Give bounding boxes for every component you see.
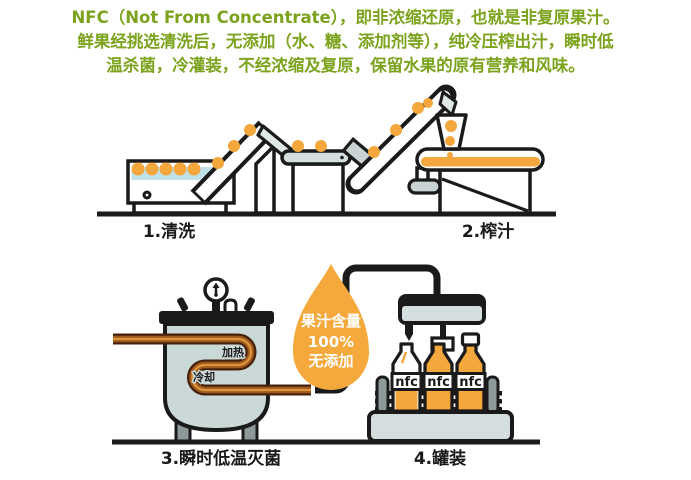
bottle-3: nfc: [454, 332, 487, 413]
droplet-title: 果汁含量: [300, 312, 361, 330]
intro-line-2: 鲜果经挑选清洗后，无添加（水、糖、添加剂等），纯冷压榨出汁，瞬时低: [77, 32, 614, 51]
bottle-3-label: nfc: [459, 375, 482, 390]
capper-rod: [440, 325, 446, 339]
intro-line-3: 温杀菌，冷灌装，不经浓缩及复原，保留水果的原有营养和风味。: [106, 56, 585, 75]
conveyor-bar: [280, 149, 352, 166]
bottle-1: nfc: [390, 342, 423, 413]
intro-paragraph: NFC（Not From Concentrate），即非浓缩还原，也就是非复原果…: [0, 6, 691, 78]
juice-droplet: 果汁含量 100% 无添加: [293, 264, 369, 390]
fruits-in-water: [131, 162, 201, 176]
gauge-stem: [212, 300, 220, 312]
conveyor-stand: [291, 162, 345, 215]
intro-line-1: NFC（Not From Concentrate），即非浓缩还原，也就是非复原果…: [71, 8, 620, 27]
step-4-label: 4.罐装: [414, 448, 466, 469]
filling-machine: nfc nfc nfc: [367, 294, 514, 443]
tank-lid: [159, 311, 274, 324]
droplet-percent: 100%: [308, 333, 354, 351]
bottle-2-label: nfc: [427, 375, 450, 390]
guard-post-left: [375, 375, 390, 415]
fruits-in-funnel: [445, 120, 457, 158]
lid-knob-right: [243, 297, 255, 312]
press-funnel: [435, 113, 468, 151]
juicing-press: [345, 84, 545, 216]
fruits-on-belt-1: [212, 124, 256, 169]
droplet-shape: [293, 264, 369, 390]
lid-knob-left: [177, 297, 189, 312]
press-juice: [421, 157, 540, 167]
bottle-2: nfc: [422, 342, 455, 413]
filler-nozzle: [405, 325, 413, 341]
fruits-on-conveyor: [292, 140, 327, 152]
lid-handle: [223, 298, 238, 312]
tank-body: [163, 322, 270, 433]
bottle-1-label: nfc: [395, 375, 418, 390]
cooling-label: 冷却: [193, 370, 215, 384]
juice-stream: [400, 351, 408, 364]
droplet-subtitle: 无添加: [307, 352, 353, 370]
fruits-on-belt-2: [368, 98, 433, 158]
press-base-brace: [441, 177, 529, 213]
heating-label: 加热: [221, 345, 244, 359]
heat-exchange-pipe: [113, 333, 311, 396]
sterilizer-tank: 加热 冷却: [113, 277, 311, 444]
step-1-label: 1.清洗: [143, 221, 195, 242]
belt-support: [254, 141, 276, 215]
step-3-label: 3.瞬时低温灭菌: [161, 448, 281, 469]
step-2-label: 2.榨汁: [462, 221, 514, 242]
washing-machine: [126, 120, 293, 215]
incline-belt-2: [350, 90, 451, 190]
incline-belt-1: [195, 125, 269, 201]
filler-head: [402, 306, 482, 321]
spout-pipe: [407, 178, 442, 195]
bottle-cap: [460, 332, 481, 347]
bottling-platform: [367, 410, 514, 443]
guard-post-right: [485, 375, 500, 415]
